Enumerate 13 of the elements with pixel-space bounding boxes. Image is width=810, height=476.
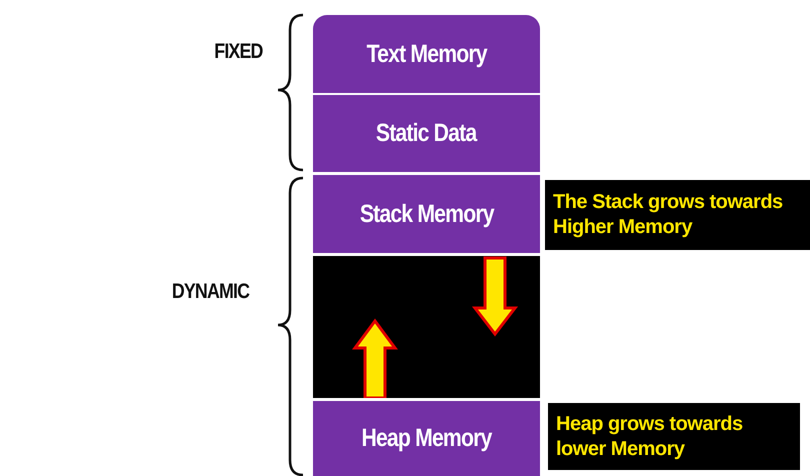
group-label: FIXED [214, 40, 263, 64]
segment-label: Static Data [376, 119, 477, 148]
memory-segment [313, 401, 540, 476]
group-label: DYNAMIC [172, 280, 250, 304]
segment-label: Text Memory [366, 40, 487, 68]
segment-label: Stack Memory [360, 200, 494, 228]
memory-segment [313, 15, 540, 93]
note-box: Heap grows towards lower Memory [548, 403, 800, 470]
segment-label: Heap Memory [361, 424, 492, 453]
memory-segment [313, 175, 540, 253]
note-box: The Stack grows towards Higher Memory [545, 180, 810, 250]
memory-gap [313, 256, 540, 398]
memory-segment [313, 95, 540, 172]
